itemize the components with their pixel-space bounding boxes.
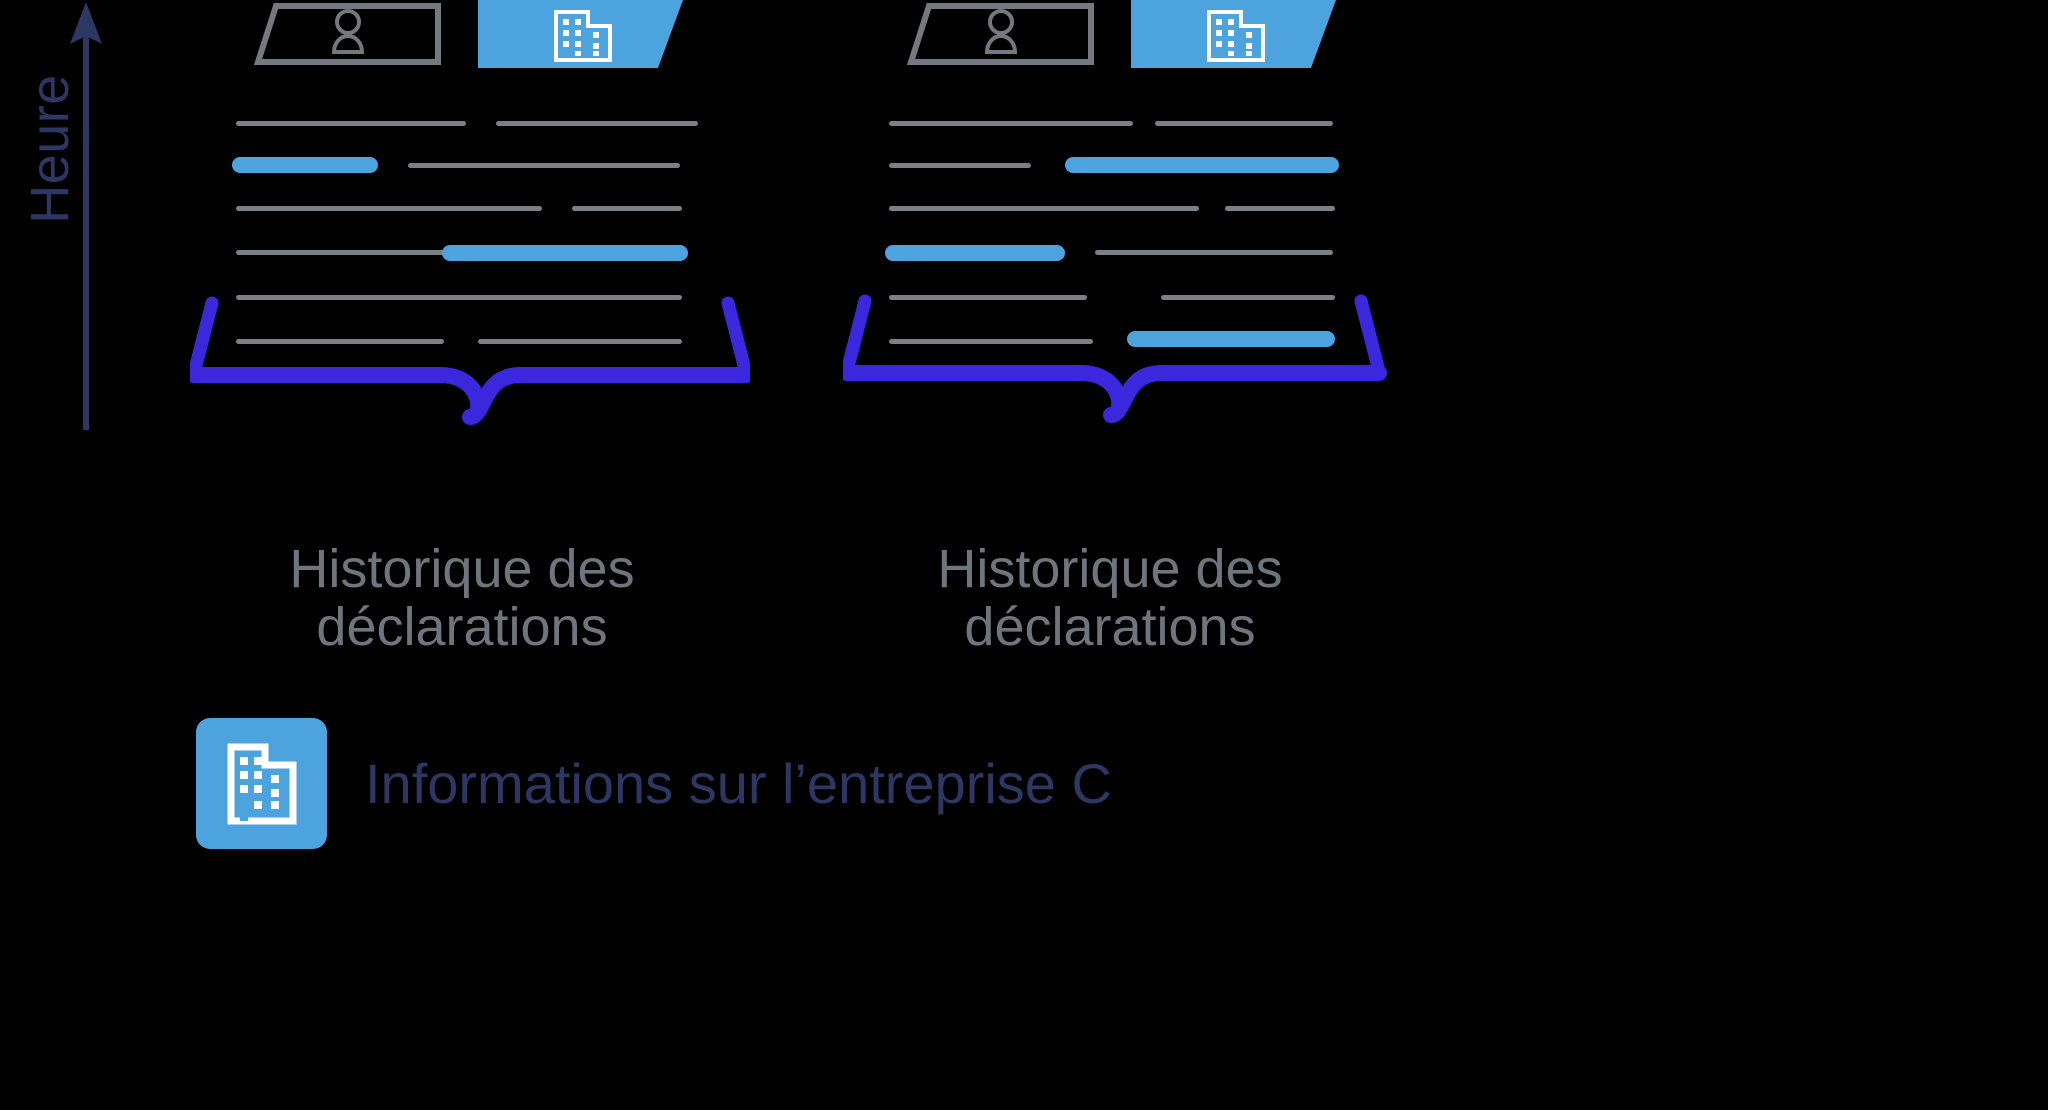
brace-right: [843, 294, 1387, 423]
document-group-left: [190, 0, 750, 425]
person-icon: [331, 9, 365, 54]
document-line: [889, 163, 1031, 168]
document-line: [236, 121, 466, 126]
document-line-highlighted: [1127, 331, 1335, 347]
document-tabs-right: [843, 0, 1383, 68]
document-line: [236, 295, 518, 300]
building-icon: [227, 743, 296, 824]
document-line: [1161, 295, 1335, 300]
time-axis-label: Heure: [20, 74, 80, 224]
document-line-highlighted: [1065, 157, 1339, 173]
legend-swatch-company: [196, 718, 327, 849]
document-line: [889, 121, 1133, 126]
document-line: [1225, 206, 1335, 211]
person-icon: [984, 9, 1018, 54]
document-group-right: [843, 0, 1387, 423]
building-icon: [554, 10, 612, 62]
document-line: [889, 206, 1199, 211]
document-tabs-left: [190, 0, 730, 68]
document-line-highlighted: [885, 245, 1065, 261]
tab-company-right[interactable]: [1131, 0, 1336, 68]
document-lines-left: [190, 103, 730, 358]
document-lines-right: [843, 103, 1383, 358]
document-line-highlighted: [442, 245, 688, 261]
building-icon: [1207, 10, 1265, 62]
legend-label: Informations sur l’entreprise C: [365, 752, 1112, 815]
document-line: [1155, 121, 1333, 126]
tab-person-right[interactable]: [891, 0, 1096, 68]
brace-left: [190, 296, 750, 425]
document-line: [889, 339, 1093, 344]
document-line: [508, 295, 682, 300]
document-line: [236, 206, 542, 211]
document-line: [236, 250, 448, 255]
legend: Informations sur l’entreprise C: [196, 718, 1112, 849]
tab-person-left[interactable]: [238, 0, 443, 68]
document-line: [496, 121, 698, 126]
document-line: [572, 206, 682, 211]
tab-company-left[interactable]: [478, 0, 683, 68]
document-line: [236, 339, 444, 344]
document-line: [478, 339, 682, 344]
document-line: [408, 163, 680, 168]
document-line: [1095, 250, 1333, 255]
time-axis: Heure: [0, 0, 200, 440]
caption-left: Historique des déclarations: [289, 539, 635, 658]
document-line-highlighted: [232, 157, 378, 173]
document-line: [889, 295, 1087, 300]
time-axis-arrow: [70, 2, 102, 430]
caption-right: Historique des déclarations: [937, 539, 1283, 658]
